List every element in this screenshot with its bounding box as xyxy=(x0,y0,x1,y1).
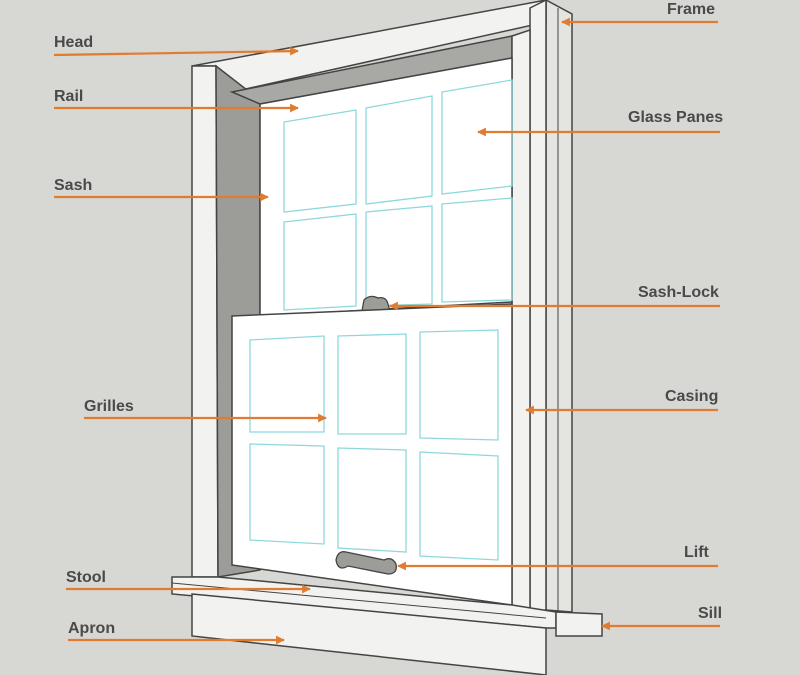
label-lift: Lift xyxy=(684,544,709,561)
label-rail: Rail xyxy=(54,88,84,105)
callout-arrows xyxy=(53,17,720,645)
label-sill: Sill xyxy=(698,605,723,622)
label-sash: Sash xyxy=(54,177,93,194)
arrow-head xyxy=(53,46,299,57)
jamb-right xyxy=(511,28,531,614)
label-sash-lock: Sash-Lock xyxy=(638,284,719,301)
lift-handle xyxy=(335,551,397,575)
casing-left xyxy=(191,65,219,578)
upper-grilles xyxy=(283,79,513,311)
label-glass-panes: Glass Panes xyxy=(628,109,724,126)
label-head: Head xyxy=(54,34,94,51)
label-apron: Apron xyxy=(68,620,116,637)
label-frame: Frame xyxy=(667,1,716,18)
upper-sash xyxy=(259,57,513,317)
sill xyxy=(555,611,603,637)
label-stool: Stool xyxy=(66,569,106,586)
label-casing: Casing xyxy=(665,388,719,405)
sash-lock xyxy=(361,295,391,312)
label-grilles: Grilles xyxy=(84,398,134,415)
lower-grilles xyxy=(249,329,499,561)
apron xyxy=(191,593,547,675)
